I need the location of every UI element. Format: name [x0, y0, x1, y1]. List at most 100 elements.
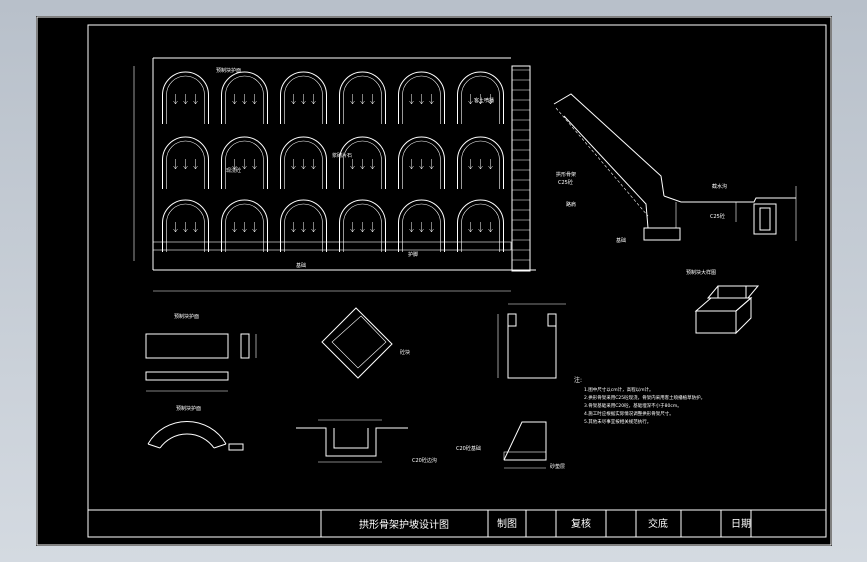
- curve-title: 预制块护面: [176, 405, 201, 412]
- flow-arrow: [350, 222, 355, 233]
- flow-arrow: [183, 222, 188, 233]
- flow-arrow: [429, 222, 434, 233]
- flow-arrow: [193, 159, 198, 170]
- flow-arrow: [350, 94, 355, 105]
- rotated-block-detail: 砼块: [321, 307, 410, 379]
- drawing-title: 拱形骨架护坡设计图: [359, 518, 449, 531]
- arch-cell: [221, 199, 268, 252]
- flow-arrow: [193, 222, 198, 233]
- flow-arrow: [409, 222, 414, 233]
- flow-arrow: [478, 222, 483, 233]
- detail-3d-title: 预制块大样图: [686, 269, 716, 276]
- arch-cell: [398, 199, 445, 252]
- slope-f-label: 路肩: [566, 201, 576, 208]
- arch-cell: [280, 136, 327, 189]
- arch-top-label: 预制块护面: [216, 67, 241, 74]
- flow-arrow: [301, 159, 306, 170]
- arch-cell: [280, 71, 327, 124]
- arch-cell-inner: [343, 140, 382, 189]
- flow-arrow: [301, 222, 306, 233]
- arch-cell-inner: [461, 75, 500, 124]
- arch-cell: [398, 71, 445, 124]
- arch-mid-label: 现浇砼: [226, 167, 241, 174]
- flow-arrow: [232, 159, 237, 170]
- flow-arrow: [173, 222, 178, 233]
- flow-arrow: [360, 222, 365, 233]
- flow-arrow: [468, 222, 473, 233]
- date-label: 日期: [731, 518, 751, 530]
- flow-arrow: [232, 222, 237, 233]
- checked-by-label: 复核: [571, 517, 591, 530]
- ditch-detail: C20砼边沟: [296, 419, 437, 464]
- flow-arrow: [429, 159, 434, 170]
- flow-arrow: [291, 222, 296, 233]
- flow-arrow: [478, 94, 483, 105]
- notes-title: 注:: [574, 376, 582, 384]
- found-b-label: 砂垫层: [550, 463, 565, 470]
- flow-arrow: [232, 94, 237, 105]
- arch-cell-inner: [343, 203, 382, 252]
- flow-arrow: [291, 94, 296, 105]
- flow-arrow: [350, 159, 355, 170]
- flow-arrow: [360, 94, 365, 105]
- flow-arrow: [419, 222, 424, 233]
- flow-arrow: [301, 94, 306, 105]
- arch-cell-inner: [225, 203, 264, 252]
- foundation-detail: C20砼基础 砂垫层: [456, 421, 565, 470]
- slope-e-label: 基础: [616, 237, 626, 244]
- ditch-label: C20砼边沟: [412, 457, 437, 464]
- precast-block-detail: 预制块护面: [145, 313, 257, 392]
- block-3d-detail: 预制块大样图: [686, 269, 760, 335]
- flow-arrow: [370, 94, 375, 105]
- arch-cell: [457, 136, 504, 189]
- arch-cell-inner: [166, 140, 205, 189]
- arch-cell-inner: [225, 75, 264, 124]
- flow-arrow: [311, 94, 316, 105]
- flow-arrow: [183, 159, 188, 170]
- note-line-3: 3.骨架基础采用C20砼，基础埋深不小于80cm。: [584, 402, 682, 409]
- flow-arrow: [291, 159, 296, 170]
- flow-arrow: [370, 159, 375, 170]
- flow-arrow: [360, 159, 365, 170]
- arch-cell-inner: [284, 140, 323, 189]
- arch-cell-inner: [402, 203, 441, 252]
- arch-cell: [339, 199, 386, 252]
- arch-cell-inner: [284, 203, 323, 252]
- handover-label: 交底: [648, 517, 668, 530]
- block-title: 预制块护面: [174, 313, 199, 320]
- arch-frame-elevation: [133, 57, 536, 292]
- arch-cell: [280, 199, 327, 252]
- arch-cell: [339, 136, 386, 189]
- flow-arrow: [468, 159, 473, 170]
- flow-arrow: [409, 159, 414, 170]
- arch-cell-inner: [343, 75, 382, 124]
- arch-cell: [339, 71, 386, 124]
- slope-b-label: C25砼: [558, 179, 573, 186]
- stair-column: [511, 65, 531, 272]
- flow-arrow: [311, 159, 316, 170]
- arch-side-label: 浆砌片石: [332, 152, 352, 159]
- flow-arrow: [488, 94, 493, 105]
- slope-section: 拱形骨架 C25砼 截水沟 C25砼 基础 路肩: [553, 93, 797, 244]
- sheet-inner-border: [87, 24, 827, 538]
- u-section-detail: [497, 303, 566, 379]
- flow-arrow: [173, 159, 178, 170]
- arch-cell-inner: [284, 75, 323, 124]
- bottom-b-label: 护脚: [408, 251, 418, 258]
- curved-block-detail: 预制块护面: [147, 405, 244, 451]
- flow-arrow: [242, 159, 247, 170]
- flow-arrow: [311, 222, 316, 233]
- arch-slope-label: 客土喷播: [474, 97, 494, 104]
- flow-arrow: [252, 94, 257, 105]
- arch-cell-inner: [166, 203, 205, 252]
- slope-c-label: 截水沟: [712, 183, 727, 190]
- arch-cell-inner: [461, 203, 500, 252]
- flow-arrow: [419, 94, 424, 105]
- flow-arrow: [468, 94, 473, 105]
- slope-d-label: C25砼: [710, 213, 725, 220]
- flow-arrow: [252, 222, 257, 233]
- note-line-4: 4.施工时应根据实际情况调整拱形骨架尺寸。: [584, 410, 674, 417]
- flow-arrow: [183, 94, 188, 105]
- flow-arrow: [193, 94, 198, 105]
- flow-arrow: [488, 222, 493, 233]
